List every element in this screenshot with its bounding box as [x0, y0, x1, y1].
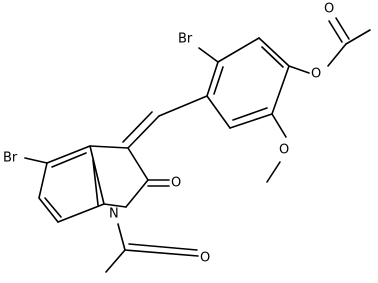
bond-c-o-methoxy	[271, 113, 287, 138]
methoxy-oxygen-label: O	[279, 143, 289, 158]
bond-o-acetyl-carbon	[327, 43, 347, 67]
bond-acetate-c-o-2	[335, 17, 350, 40]
bond-acetyl-co-2	[128, 243, 198, 251]
acetyl-oxygen-label: O	[200, 251, 210, 266]
indolinone-five-ring	[89, 145, 149, 208]
bond-n-acetyl-carbon	[117, 223, 126, 251]
bond-acetate-c-o-1	[328, 20, 343, 43]
bromine-left-label: Br	[3, 151, 18, 166]
exocyclic-double-bond	[122, 95, 208, 149]
bond-acetyl-co-1	[124, 249, 199, 257]
benzylidene-ring	[206, 37, 290, 129]
bond-c-br-top	[198, 47, 219, 63]
indole-nitrogen-label: N	[109, 207, 119, 222]
bond-c-o-ester	[288, 65, 310, 74]
bond-acetyl-methyl	[345, 29, 371, 45]
bond-methoxy-methyl	[266, 161, 281, 183]
ester-oxygen-label: O	[311, 67, 321, 82]
bond-c-br-left	[24, 157, 48, 164]
bond-acetyl-methyl-n	[105, 249, 126, 273]
bromine-top-label: Br	[178, 32, 193, 47]
acetate-carbonyl-oxygen-label: O	[324, 2, 334, 17]
lactam-oxygen-label: O	[171, 176, 181, 191]
indole-benzene-ring	[38, 145, 105, 223]
